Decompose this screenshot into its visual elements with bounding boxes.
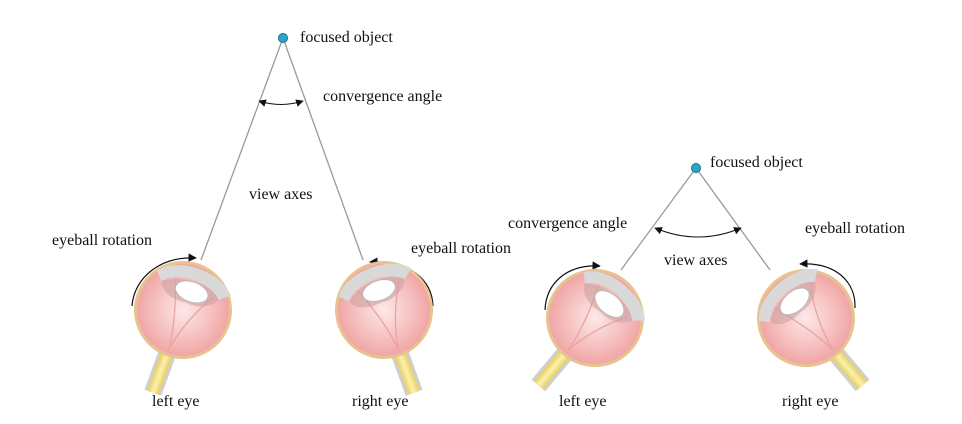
right-view-axis	[282, 37, 364, 261]
left-eyeball-icon	[106, 246, 247, 411]
left-eyeball-icon	[500, 248, 665, 418]
focused-object-dot	[278, 33, 288, 43]
convergence-angle-arrow	[258, 99, 304, 107]
right-eyeball-icon	[736, 248, 901, 418]
focused-object-label: focused object	[300, 29, 393, 46]
left-view-axis	[620, 167, 697, 271]
view-axes-label: view axes	[249, 186, 313, 203]
left-rotation-arrow	[131, 253, 197, 307]
right-eyeball-rotation-label: eyeball rotation	[411, 240, 511, 257]
diagram-near: focused object convergence angle view ax…	[500, 154, 905, 418]
view-axes-label: view axes	[664, 252, 728, 269]
diagram-far: focused object convergence angle view ax…	[52, 29, 511, 411]
focused-object-label: focused object	[710, 154, 803, 171]
right-eye-label: right eye	[352, 393, 408, 410]
convergence-angle-label: convergence angle	[323, 88, 442, 105]
left-eye-label: left eye	[152, 393, 200, 410]
right-rotation-arrow	[799, 259, 856, 309]
convergence-angle-label: convergence angle	[508, 215, 627, 232]
right-eyeball-rotation-label: eyeball rotation	[805, 220, 905, 237]
right-eyeball-icon	[320, 246, 461, 411]
left-view-axis	[200, 37, 284, 261]
right-view-axis	[695, 167, 771, 271]
convergence-angle-arrow	[654, 227, 742, 238]
left-rotation-arrow	[544, 261, 601, 311]
left-eyeball-rotation-label: eyeball rotation	[52, 232, 152, 249]
focused-object-dot	[691, 163, 701, 173]
right-eye-label: right eye	[782, 393, 838, 410]
left-eye-label: left eye	[559, 393, 607, 410]
